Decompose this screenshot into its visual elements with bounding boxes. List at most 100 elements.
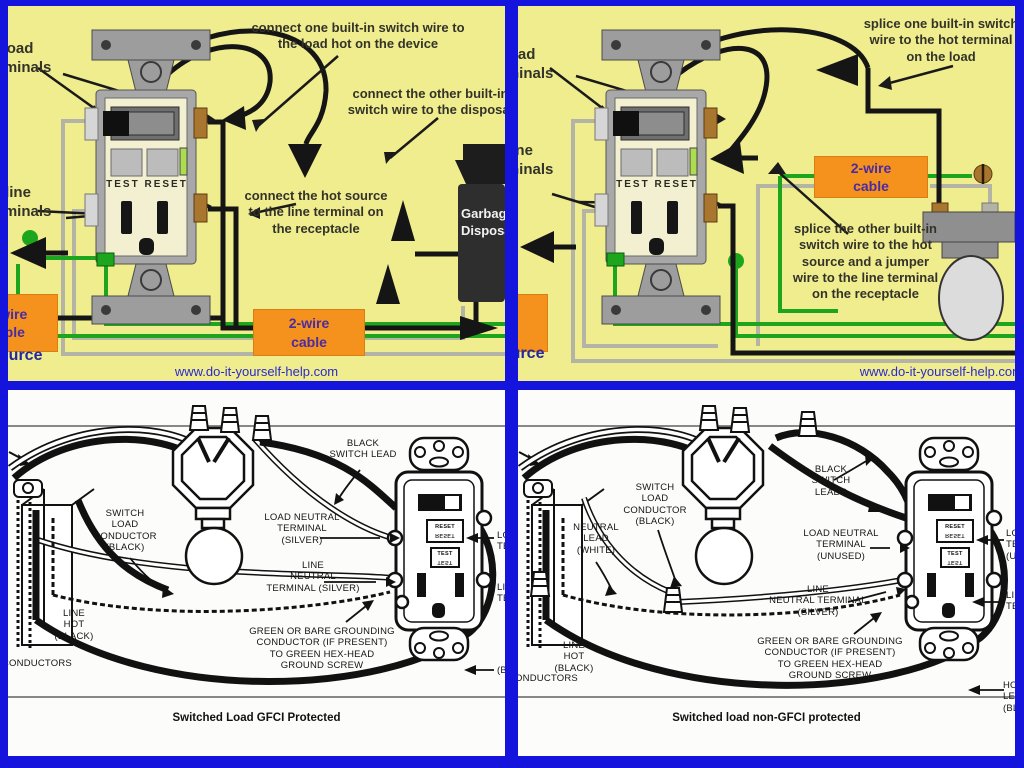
gfci-reset-button-label: RESET RESET: [945, 524, 965, 538]
annotation-switch-wire-other: connect the other built-in switch wire t…: [347, 86, 505, 118]
annotation-splice-other: splice the other built-in switch wire to…: [792, 221, 939, 301]
annotation-hot-source: connect the hot source to the line termi…: [244, 188, 388, 236]
gfci-reset-button-label: RESET RESET: [435, 524, 455, 538]
line-hot-terminal-edge-label: LINE HOT TERMINAL: [497, 582, 505, 605]
armored-conductors: [16, 500, 32, 650]
hot-splice-terminal: [973, 164, 993, 184]
top-left-drawing: [10, 28, 505, 356]
ground-wire-dashed: [51, 518, 391, 613]
website-link: www.do-it-yourself-help.com: [174, 364, 339, 379]
load-neutral-terminal-label: LOAD NEUTRAL TERMINAL (UNUSED): [803, 528, 879, 562]
line-terminal-silver-2: [594, 193, 609, 227]
neutral-terminal-screw: [896, 529, 914, 547]
test-button: [110, 148, 143, 177]
gfci-receptacle: [386, 436, 493, 662]
line-hot-label: LINE HOT (BLACK): [554, 640, 594, 674]
cable-tag-center-text: 2-wire cable: [850, 159, 892, 194]
switch-load-conductor-label: SWITCH LOAD CONDUCTOR (BLACK): [93, 508, 157, 554]
source-label: source: [8, 347, 43, 364]
indicator-led: [689, 147, 698, 176]
test-reset-label: TEST RESET: [106, 179, 188, 190]
line-terminal-silver-2: [84, 193, 99, 227]
light-bulb: [938, 255, 1004, 341]
quadrant-bottom-left-gfci-protected-diagram: RESET RESET TEST TEST BLACK SWITCH LEAD …: [8, 390, 505, 756]
load-terminal-brass: [193, 107, 208, 139]
cable-tag-center: 2-wire cable: [253, 309, 365, 356]
test-button: [620, 148, 653, 177]
load-neutral-terminal-label: LOAD NEUTRAL TERMINAL (SILVER): [264, 512, 340, 546]
wire-arrowheads: [520, 54, 858, 263]
cable-tag-center: 2-wire cable: [814, 156, 928, 198]
line-terminals-label: line terminals: [8, 184, 52, 220]
light-bulb-fixture: [694, 506, 754, 586]
black-hot-wires: [521, 429, 1008, 689]
gfci-combo-switch-device: [594, 29, 721, 325]
black-switch-lead-label: BLACK SWITCH LEAD: [329, 438, 397, 461]
neutral-lead-label: NEUTRAL LEAD (WHITE): [573, 522, 619, 556]
cable-tag-left: 2-wire cable: [8, 294, 58, 352]
load-hot-terminal-edge-label: LOAD HOT TERMINAL (UNUSED): [1006, 528, 1015, 562]
hot-terminal-screw: [475, 509, 493, 527]
load-terminal-brass: [703, 107, 718, 139]
line-neutral-terminal-label: LINE NEUTRAL TERMINAL (SILVER): [769, 584, 867, 618]
annotation-switch-wire-one: connect one built-in switch wire to the …: [251, 20, 465, 52]
cable-clamp: [13, 479, 43, 498]
quadrant-bottom-right-non-gfci-diagram: RESET RESET TEST TEST BLACK SWITCH LEADS…: [518, 390, 1015, 756]
reset-button: [146, 148, 179, 177]
octagon-junction-box: [171, 426, 255, 510]
test-reset-label: TEST RESET: [616, 179, 698, 190]
bottom-left-drawing: [8, 405, 505, 698]
hot-terminal-screw: [985, 509, 1003, 527]
conductors-label: CONDUCTORS: [518, 673, 578, 684]
bottom-right-drawing: [518, 405, 1015, 698]
hot-terminal-screw-2: [985, 571, 1003, 589]
load-terminal-brass-2: [703, 193, 718, 223]
switch-toggle: [613, 111, 639, 136]
grounding-conductor-label: GREEN OR BARE GROUNDING CONDUCTOR (IF PR…: [757, 636, 903, 682]
garbage-disposal: [455, 144, 505, 324]
load-hot-terminal-edge-label: LOAD HOT TERMINAL: [497, 530, 505, 553]
test-button: [430, 547, 460, 568]
cable-clamp: [523, 479, 553, 498]
quadrant-top-right-gfci-light-diagram: load terminals line terminals splice one…: [518, 6, 1015, 381]
ground-screw: [394, 594, 410, 610]
ground-screw-green: [606, 252, 625, 267]
gfci-combo-switch-device: [84, 29, 211, 325]
green-splice-dot: [728, 253, 744, 269]
line-hot-label: LINE HOT (BLACK): [54, 608, 94, 642]
wire-arrowheads: [10, 106, 498, 340]
ground-screw-green: [96, 252, 115, 267]
line-terminal-silver: [84, 107, 99, 141]
switch-toggle: [103, 111, 129, 136]
load-terminals-label: load terminals: [8, 40, 52, 76]
line-terminal-silver: [594, 107, 609, 141]
reset-button: [936, 519, 974, 543]
label-leader-arrowheads: [162, 493, 478, 675]
wire-nuts: [188, 405, 273, 441]
website-link: www.do-it-yourself-help.com: [859, 364, 1015, 379]
caption-non-gfci-protected: Switched load non-GFCI protected: [672, 712, 861, 724]
cable-tag-center-text: 2-wire cable: [288, 315, 330, 350]
ground-wire-dashed: [561, 518, 901, 617]
black-lead-edge-label: (BLACK): [497, 665, 505, 676]
ground-screw: [904, 594, 920, 610]
black-switch-leads-label: BLACK SWITCH LEADS: [811, 464, 851, 498]
indicator-led: [179, 147, 188, 176]
hot-lead-edge-label: HOT LEAD (BLACK): [1003, 680, 1015, 714]
gfci-test-button-label: TEST TEST: [437, 550, 453, 565]
cable-tag-left: 2-wire cable: [518, 294, 548, 352]
caption-gfci-protected: Switched Load GFCI Protected: [172, 712, 341, 724]
reset-button: [656, 148, 689, 177]
reset-button: [426, 519, 464, 543]
conductors-label: CONDUCTORS: [8, 658, 72, 669]
top-right-drawing: [520, 27, 1015, 363]
green-splice-dot: [22, 230, 38, 246]
hot-terminal-screw-2: [475, 571, 493, 589]
gfci-receptacle: [896, 436, 1003, 662]
octagon-junction-box: [681, 426, 765, 510]
grounding-conductor-label: GREEN OR BARE GROUNDING CONDUCTOR (IF PR…: [249, 626, 395, 672]
source-label: source: [518, 345, 545, 362]
line-hot-terminal-edge-label: LINE HOT TERMINAL: [1006, 590, 1015, 613]
gfci-test-button-label: TEST TEST: [947, 550, 963, 565]
